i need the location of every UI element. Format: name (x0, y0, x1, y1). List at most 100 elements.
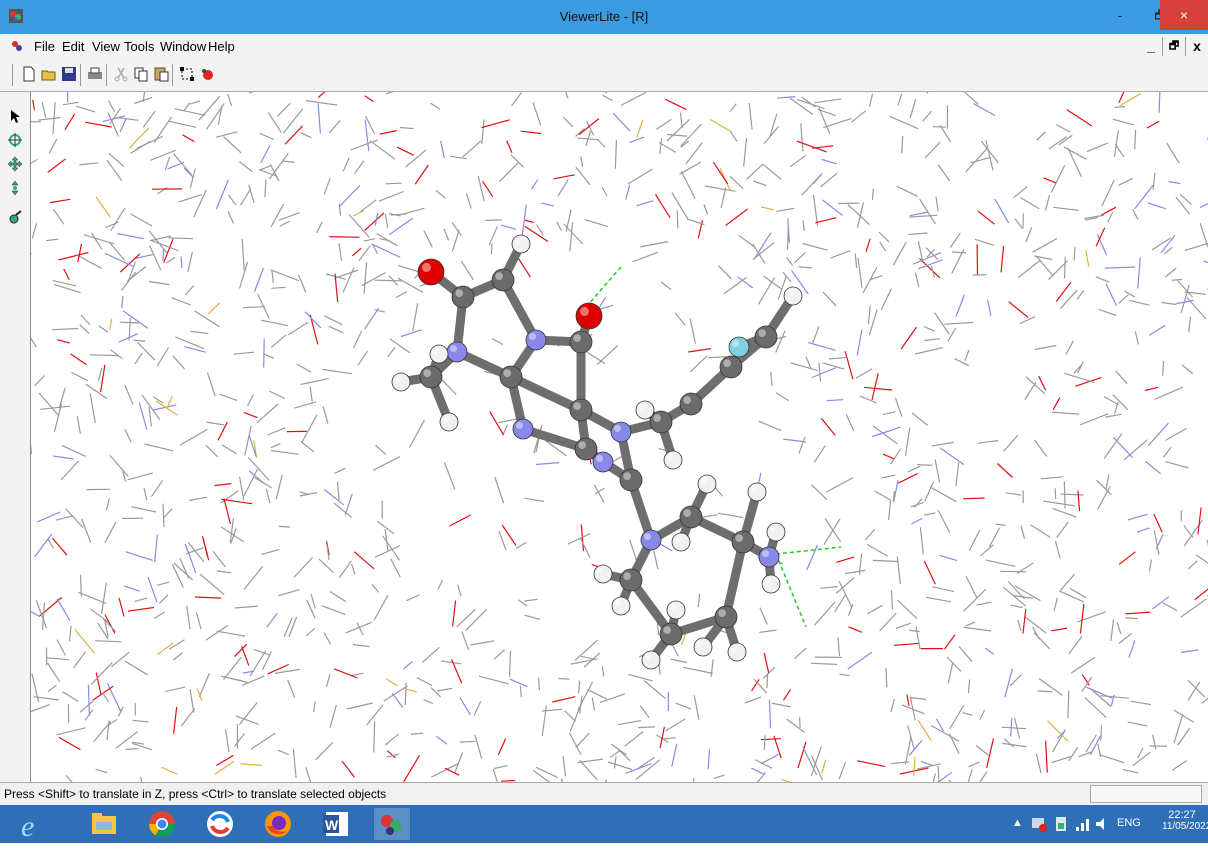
protein-bond (228, 211, 234, 223)
protein-bond (379, 192, 404, 202)
battery-icon[interactable] (1052, 815, 1070, 833)
protein-bond (1182, 365, 1193, 374)
atom-h (636, 401, 654, 419)
molecule-canvas[interactable] (31, 92, 1208, 782)
menu-file[interactable]: File (34, 39, 55, 54)
atom-highlight (683, 509, 691, 517)
volume-icon[interactable] (1094, 815, 1112, 833)
protein-bond (855, 254, 856, 268)
protein-bond (329, 237, 359, 238)
mdi-close-button[interactable]: x (1186, 37, 1208, 56)
protein-bond (761, 207, 774, 210)
protein-bond (107, 683, 120, 711)
file-explorer-icon[interactable] (88, 808, 120, 840)
open-icon[interactable] (40, 65, 58, 83)
protein-bond (1101, 726, 1102, 741)
menu-edit[interactable]: Edit (62, 39, 84, 54)
svg-text:e: e (21, 810, 34, 840)
internet-explorer-icon[interactable]: e (16, 808, 48, 840)
select-icon[interactable] (178, 65, 196, 83)
protein-bond (1033, 239, 1058, 253)
protein-bond (1172, 761, 1186, 771)
protein-bond (357, 623, 363, 636)
protein-bond (221, 499, 252, 503)
translate-icon[interactable] (7, 156, 23, 172)
language-indicator[interactable]: ENG (1117, 817, 1141, 855)
protein-bond (96, 197, 110, 217)
protein-bond (1125, 618, 1138, 619)
protein-bond (43, 603, 45, 630)
protein-bond (894, 480, 898, 501)
app-blue-icon[interactable] (204, 808, 236, 840)
protein-bond (351, 140, 378, 150)
menu-tools[interactable]: Tools (124, 39, 154, 54)
protein-bond (597, 345, 618, 365)
protein-bond (32, 223, 36, 238)
protein-bond (921, 762, 934, 766)
protein-bond (1153, 735, 1156, 750)
mdi-restore-button[interactable]: 🗗 (1163, 37, 1186, 56)
protein-bond (667, 135, 687, 137)
rotate-icon[interactable] (7, 132, 23, 148)
protein-bond (1124, 440, 1148, 460)
protein-bond (158, 188, 168, 194)
protein-bond (1137, 528, 1150, 532)
menu-window[interactable]: Window (160, 39, 206, 54)
protein-bond (1068, 691, 1069, 718)
protein-bond (261, 549, 279, 554)
protein-bond (339, 561, 351, 578)
protein-bond (924, 513, 935, 515)
protein-bond (77, 416, 80, 434)
clip-icon[interactable] (7, 210, 23, 226)
protein-bond (822, 200, 842, 216)
document-icon[interactable] (10, 39, 24, 53)
protein-bond (234, 734, 244, 747)
firefox-icon[interactable] (262, 808, 294, 840)
atom-highlight (529, 333, 536, 340)
menu-view[interactable]: View (92, 39, 120, 54)
protein-bond (1180, 194, 1191, 204)
protein-bond (836, 557, 854, 562)
copy-icon[interactable] (132, 65, 150, 83)
new-icon[interactable] (20, 65, 38, 83)
close-button[interactable]: × (1160, 0, 1208, 30)
protein-bond (580, 760, 598, 780)
protein-bond (718, 266, 731, 280)
protein-bond (1108, 212, 1113, 222)
pointer-icon[interactable] (7, 108, 23, 124)
protein-bond (1052, 756, 1072, 762)
protein-bond (914, 92, 928, 93)
atom-highlight (623, 472, 631, 480)
protein-bond (365, 308, 379, 329)
protein-bond (637, 120, 643, 138)
zoom-icon[interactable] (7, 180, 23, 196)
word-icon[interactable]: W (320, 808, 352, 840)
network-warning-icon[interactable] (1030, 815, 1048, 833)
atom-highlight (718, 609, 726, 617)
atom-h (694, 638, 712, 656)
atom-highlight (751, 486, 757, 492)
mdi-minimize-button[interactable]: _ (1140, 37, 1163, 56)
protein-bond (123, 311, 148, 329)
protein-bond (688, 349, 711, 352)
cut-icon[interactable] (112, 65, 130, 83)
chrome-icon[interactable] (146, 808, 178, 840)
protein-bond (711, 659, 713, 677)
color-icon[interactable] (198, 65, 216, 83)
signal-icon[interactable] (1074, 815, 1092, 833)
viewerlite-icon[interactable] (374, 808, 410, 840)
protein-bond (790, 155, 806, 167)
clock[interactable]: 22:27 11/05/2022 (1162, 809, 1202, 847)
menu-help[interactable]: Help (208, 39, 235, 54)
protein-bond (1079, 752, 1092, 757)
molecule-viewport[interactable] (31, 92, 1208, 782)
protein-bond (375, 280, 403, 281)
save-icon[interactable] (60, 65, 78, 83)
protein-bond (586, 352, 605, 364)
minimize-button[interactable]: - (1100, 0, 1140, 30)
tray-arrow-icon[interactable]: ▲ (1012, 817, 1023, 855)
print-icon[interactable] (86, 65, 104, 83)
protein-bond (388, 347, 395, 356)
protein-bond (896, 623, 911, 628)
paste-icon[interactable] (152, 65, 170, 83)
